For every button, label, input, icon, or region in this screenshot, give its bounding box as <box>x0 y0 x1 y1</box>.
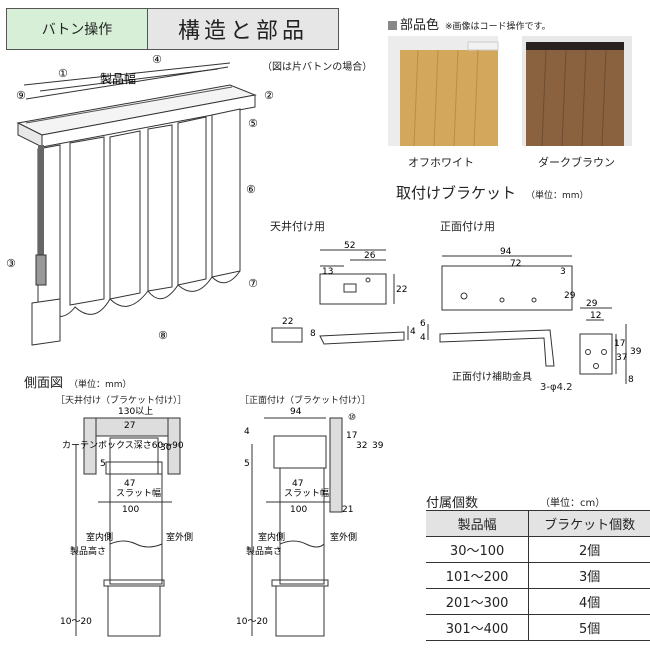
dim-label: 100 <box>122 505 139 515</box>
width-cell: 101〜200 <box>426 562 530 589</box>
part-number: ⑩ <box>348 413 356 423</box>
dim-label: 39 <box>372 441 384 451</box>
tab-label: 構造と部品 <box>177 19 308 44</box>
accessories-title: 付属個数 <box>426 496 479 511</box>
height-label: 製品高さ <box>246 545 282 557</box>
dim-label: 10〜20 <box>236 617 268 627</box>
part-number: ① <box>58 67 68 80</box>
dim-label: 130以上 <box>118 406 153 417</box>
dim-label: 5 <box>100 459 106 469</box>
dim-label: 5 <box>244 459 250 469</box>
ceiling-bracket-title: 天井付け用 <box>270 220 325 233</box>
dim-label: 100 <box>290 505 307 515</box>
part-number: ④ <box>152 55 162 66</box>
side-view-title: 側面図（単位：mm） <box>24 376 132 391</box>
figure-note: （図は片バトンの場合） <box>262 62 373 73</box>
width-cell: 301〜400 <box>426 614 530 641</box>
part-number: ⑦ <box>248 277 258 290</box>
dim-label: 22 <box>396 285 407 295</box>
dim-label: 27 <box>124 421 135 431</box>
dim-label: 17 <box>346 431 357 441</box>
dim-label: 4 <box>410 327 416 337</box>
part-number: ⑤ <box>248 117 258 130</box>
swatch-label: オフホワイト <box>408 156 474 169</box>
bracket-title: 取付けブラケット（単位：mm） <box>396 184 589 202</box>
dim-label: 30 <box>160 443 172 453</box>
width-cell: 30〜100 <box>426 536 530 563</box>
front-bracket-title: 正面付け用 <box>440 220 495 233</box>
dim-label: 94 <box>500 247 512 257</box>
part-number: ⑧ <box>158 329 168 342</box>
blind-illustration: 製品幅 ① ② ③ ④ ⑤ ⑥ ⑦ ⑧ ⑨ <box>6 55 274 346</box>
swatch-label: ダークブラウン <box>538 156 615 169</box>
dim-label: 26 <box>364 251 376 261</box>
dim-label: 8 <box>310 329 316 339</box>
aux-bracket-label: 正面付け補助金具 <box>452 372 532 383</box>
swatch-rail <box>467 41 499 51</box>
indoor-label: 室内側 <box>86 531 113 543</box>
part-number: ③ <box>6 257 16 270</box>
dim-label: 6 <box>420 319 426 329</box>
dim-label: 10〜20 <box>60 617 92 627</box>
outdoor-label: 室外側 <box>166 531 193 543</box>
dim-label: 47 <box>292 479 303 489</box>
swatch-rail <box>526 42 624 50</box>
dim-label: 47 <box>124 479 135 489</box>
dim-label: 94 <box>290 407 302 417</box>
count-cell: 2個 <box>528 536 650 563</box>
table-header-row: 製品幅 ブラケット個数 <box>426 510 650 537</box>
count-cell: 5個 <box>528 614 650 641</box>
slat-width-label: スラット幅 <box>116 487 161 499</box>
width-cell: 201〜300 <box>426 588 530 615</box>
dim-label: 4 <box>244 427 250 437</box>
dim-label: 32 <box>356 441 367 451</box>
color-swatches <box>388 36 632 146</box>
accessories-unit: （単位：cm） <box>540 498 606 509</box>
dim-label: 22 <box>282 317 293 327</box>
dim-label: 12 <box>590 311 601 321</box>
count-cell: 3個 <box>528 562 650 589</box>
column-header: 製品幅 <box>426 510 530 537</box>
dim-label: 8 <box>628 375 634 385</box>
dim-label: 3 <box>560 267 566 277</box>
indoor-label: 室内側 <box>258 531 285 543</box>
outdoor-label: 室外側 <box>330 531 357 543</box>
dim-label: 29 <box>586 299 598 309</box>
count-cell: 4個 <box>528 588 650 615</box>
dim-label: 21 <box>342 505 353 515</box>
part-number: ⑨ <box>16 89 26 102</box>
tab-structure-parts[interactable]: 構造と部品 <box>147 8 339 50</box>
side-view-drawings: 130以上 27 30 5 47 100 10〜20 スラット幅 製品高さ カー… <box>60 406 384 637</box>
dim-label: 17 <box>614 339 625 349</box>
product-width-label: 製品幅 <box>100 71 136 86</box>
front-view-title: ［正面付け（ブラケット付け）］ <box>240 396 371 406</box>
dim-label: 29 <box>564 291 576 301</box>
tab-baton-operation[interactable]: バトン操作 <box>6 8 148 50</box>
hole-label: 3-φ4.2 <box>540 382 573 393</box>
part-number: ⑥ <box>246 183 256 196</box>
dim-label: 72 <box>510 259 521 269</box>
dim-label: 39 <box>630 347 642 357</box>
column-header: ブラケット個数 <box>528 510 650 537</box>
bracket-drawings: 52 26 13 22 22 8 4 94 72 3 29 6 4 29 12 … <box>271 241 642 385</box>
slat-width-label: スラット幅 <box>284 487 329 499</box>
part-number: ② <box>264 89 274 102</box>
ceiling-view-title: ［天井付け（ブラケット付け）］ <box>56 396 187 406</box>
colors-title: 部品色※画像はコード操作です。 <box>388 14 551 33</box>
swatch-fabric <box>526 50 624 146</box>
dim-label: 13 <box>322 267 333 277</box>
dim-label: 37 <box>616 353 627 363</box>
height-label: 製品高さ <box>70 545 106 557</box>
tab-label: バトン操作 <box>41 22 113 38</box>
dim-label: 52 <box>344 241 355 251</box>
dim-label: 4 <box>420 333 426 343</box>
curtain-box-label: カーテンボックス深さ60〜90 <box>62 440 184 451</box>
